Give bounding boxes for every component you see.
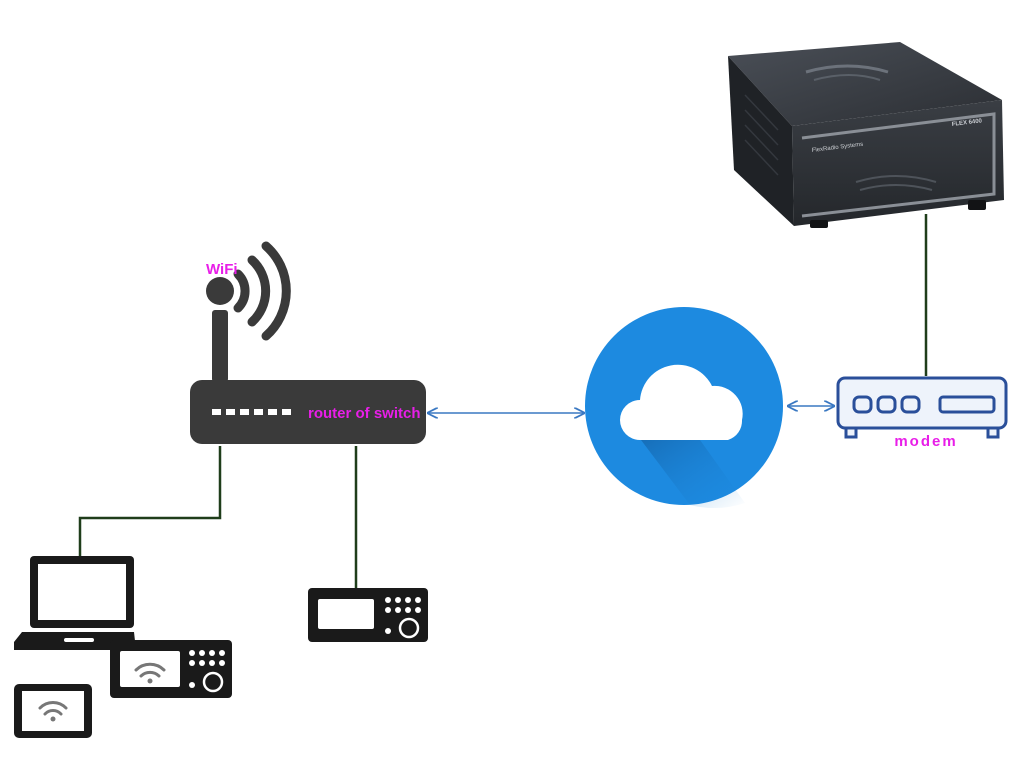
radio-transceiver <box>728 42 1004 228</box>
tablet-wifi-icon <box>14 684 92 738</box>
router-label: router of switch <box>308 405 421 422</box>
cloud-icon <box>585 307 783 508</box>
router-icon <box>190 241 426 444</box>
wifi-signal-icon <box>233 241 291 341</box>
remote-control-head-icon <box>308 588 428 642</box>
network-links <box>428 406 834 413</box>
remote-control-head-wifi-icon <box>110 640 232 698</box>
laptop-icon <box>14 556 136 650</box>
wifi-label: WiFi <box>206 261 238 278</box>
radio-model-label: FLEX 6400 <box>952 118 984 128</box>
modem-label: modem <box>894 433 957 450</box>
link-router-laptop <box>78 446 222 556</box>
modem-icon <box>836 376 1008 439</box>
wired-links <box>78 214 928 588</box>
